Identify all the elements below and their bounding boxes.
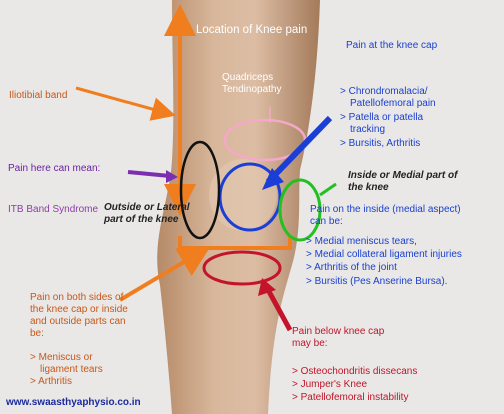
kneecap-arrow-shaft [265,115,333,185]
both-item: > Arthritis [30,376,72,387]
medial-heading-2: can be: [310,216,343,227]
cap-item: > Bursitis, Arthritis [340,138,421,149]
medial-arrow [319,182,337,197]
lateral-oval [179,140,221,240]
below-cap-arrow-head [258,278,276,296]
both-line: the knee cap or inside [30,304,128,315]
below-cap-arrow-shaft [263,284,293,332]
both-sides-bracket [178,236,292,250]
cap-item: Patellofemoral pain [350,98,436,109]
below-item: > Patellofemoral instability [292,392,409,403]
itb-pointer-arrow [75,86,176,121]
kneecap-arrow-head [262,168,284,190]
page-title: Location of Knee pain [196,24,308,36]
itb-label: Iliotibial band [9,90,68,101]
both-sides-arrow [118,245,211,302]
medial-item: > Medial collateral ligament injuries [306,249,462,260]
cap-item: > Chrondromalacia/ [340,86,428,97]
pain-here-label: Pain here can mean: [8,163,101,174]
quadriceps-line-2: Tendinopathy [222,84,282,95]
medial-heading-1: Pain on the inside (medial aspect) [310,204,461,215]
below-heading-2: may be: [292,338,328,349]
itb-syndrome-label: ITB Band Syndrome [8,204,99,215]
cap-item: > Patella or patella [340,112,424,123]
both-item: ligament tears [40,364,103,375]
outside-line-2: part of the knee [104,214,179,225]
pain-here-arrow-head [166,170,178,183]
medial-item: > Medial meniscus tears, [306,236,417,247]
medial-oval [278,178,322,242]
inside-line-1: Inside or Medial part of [348,170,458,181]
outside-line-1: Outside or Lateral [104,202,190,213]
pain-here-arrow-shaft [127,170,171,178]
medial-item: > Arthritis of the joint [306,262,397,273]
below-heading-1: Pain below knee cap [292,326,385,337]
both-line: Pain on both sides of [30,292,124,303]
cap-heading: Pain at the knee cap [346,40,438,51]
cap-item: tracking [350,124,386,135]
both-line: be: [30,328,44,339]
both-item: > Meniscus or [30,352,93,363]
inside-line-2: the knee [348,182,389,193]
medial-item: > Bursitis (Pes Anserine Bursa). [306,276,448,287]
website-link[interactable]: www.swaasthyaphysio.co.in [6,397,141,408]
below-item: > Jumper's Knee [292,379,368,390]
below-cap-oval [202,250,282,286]
quadriceps-line-1: Quadriceps [222,72,274,83]
below-item: > Osteochondritis dissecans [292,366,418,377]
cap-list: > Chrondromalacia/ Patellofemoral pain >… [340,86,436,170]
both-line: and outside parts can [30,316,126,327]
